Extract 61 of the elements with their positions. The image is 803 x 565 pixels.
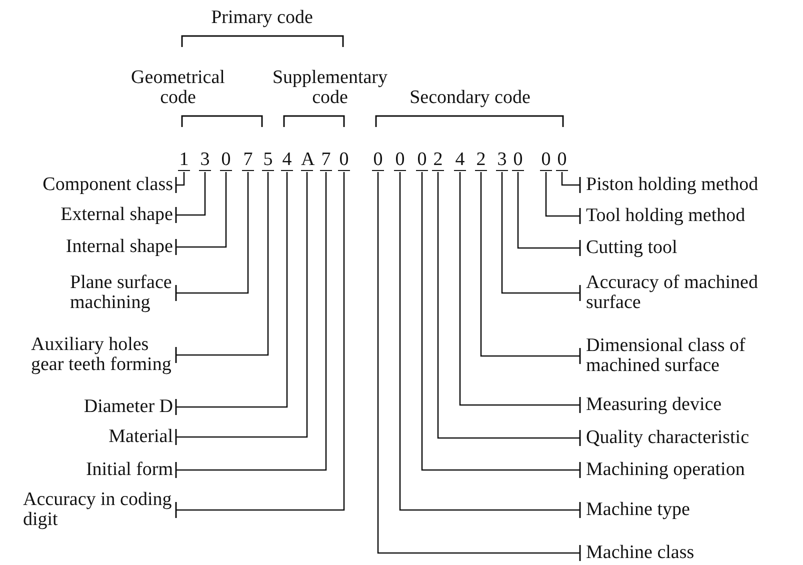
part-label: Accuracy in coding digit [23,490,173,530]
code-digit: 0 [372,150,384,171]
part-label: Internal shape [64,237,173,257]
leader-line [175,172,327,479]
leader-line [545,172,581,225]
code-digit: 0 [338,150,350,171]
code-digit: 4 [454,150,466,171]
leader-line [421,172,581,479]
part-label: Measuring device [586,395,801,415]
part-label: Cutting tool [586,238,801,258]
group-label: Supplementary code [271,68,389,108]
leader-line [399,172,581,519]
leader-line [175,172,308,446]
code-digit: 0 [394,150,406,171]
leader-line [175,172,227,256]
part-label: Plane surface machining [70,273,173,313]
code-digit: 4 [281,150,293,171]
code-digit: 0 [416,150,428,171]
group-label: Secondary code [408,88,532,108]
part-label: Accuracy of machined surface [586,273,801,313]
part-label: Diameter D [82,397,173,417]
leader-line [175,172,206,224]
leader-line [437,172,581,447]
leader-line [377,172,581,562]
code-digit: 7 [320,150,332,171]
group-label: Primary code [210,8,314,28]
group-label: Geometrical code [130,68,226,108]
leader-line [480,172,581,365]
code-digit: 0 [512,150,524,171]
part-label: Material [107,427,173,447]
leader-line [501,172,581,302]
leader-line [175,172,269,364]
code-digit: 0 [220,150,232,171]
code-digit: A [301,150,313,171]
leader-line [459,172,581,414]
part-label: Tool holding method [586,206,801,226]
leader-line [175,172,249,302]
code-digit: 2 [432,150,444,171]
part-label: Component class [41,175,173,195]
code-digit: 1 [178,150,190,171]
code-digit: 5 [262,150,274,171]
leader-line [517,172,581,257]
part-label: Initial form [84,460,173,480]
leader-line [175,172,185,194]
part-label: Machine type [586,500,801,520]
part-label: Dimensional class of machined surface [586,336,801,376]
code-digit: 3 [199,150,211,171]
code-digit: 2 [475,150,487,171]
code-digit: 7 [242,150,254,171]
code-digit: 3 [496,150,508,171]
leader-line [175,172,345,519]
part-label: Quality characteristic [586,428,801,448]
part-label: Piston holding method [586,175,801,195]
part-label: Machine class [586,543,801,563]
leader-line [175,172,288,416]
part-label: Auxiliary holes gear teeth forming [31,335,173,375]
leader-line [561,172,581,194]
part-label: Machining operation [586,460,801,480]
code-digit: 0 [556,150,568,171]
part-label: External shape [59,205,173,225]
code-digit: 0 [540,150,552,171]
